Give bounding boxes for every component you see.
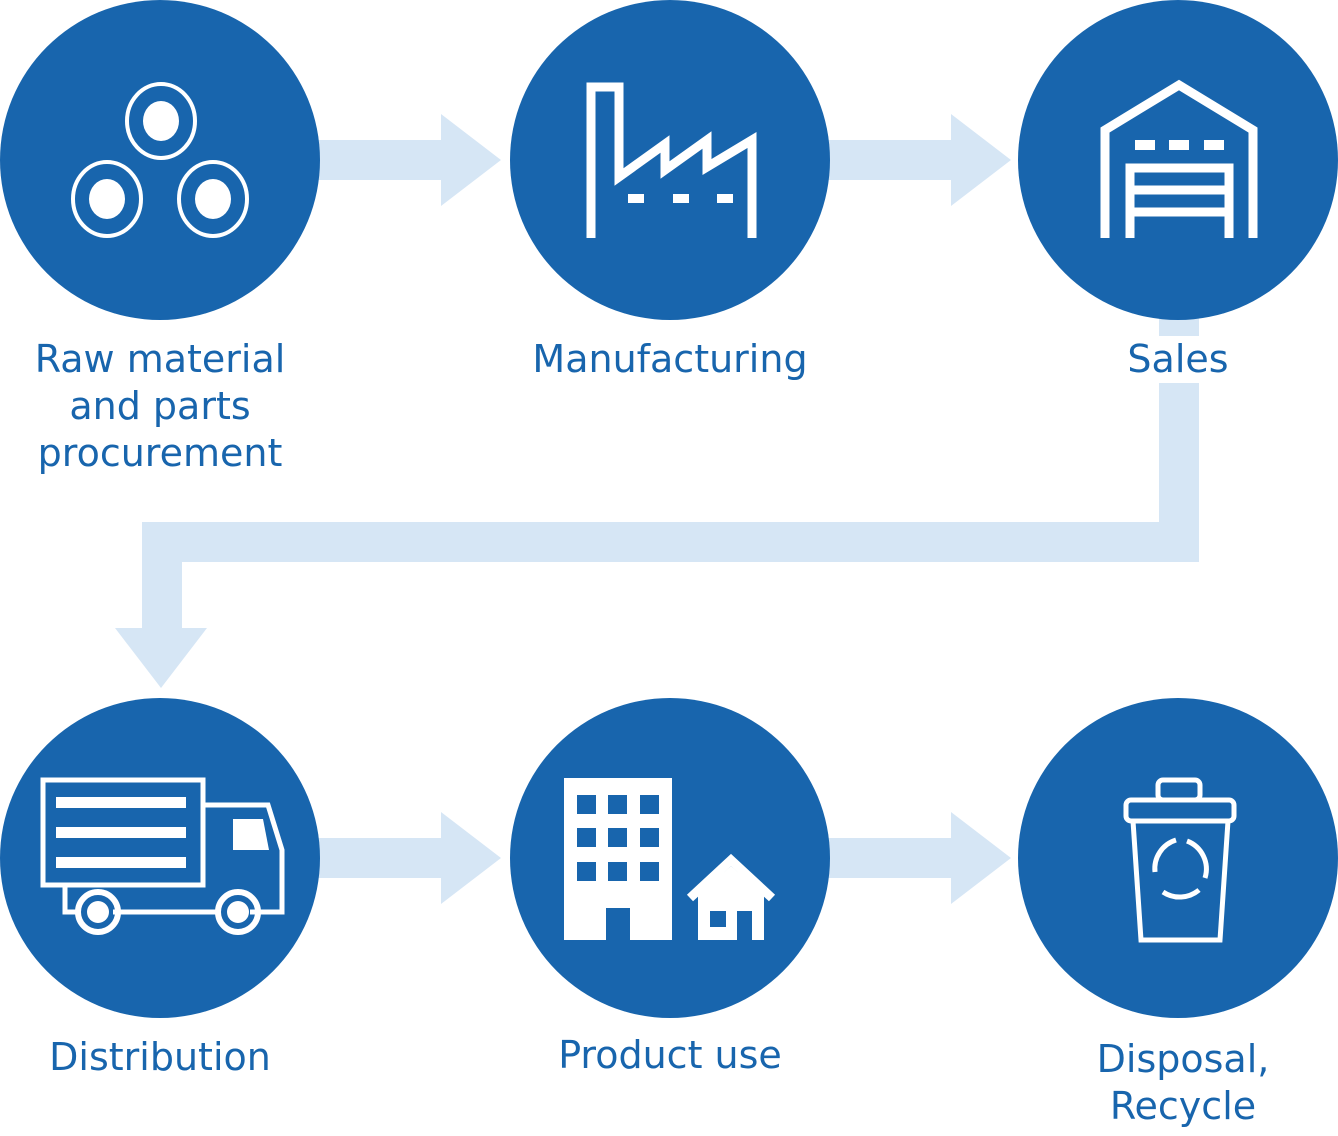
arrow-5-to-6: [825, 812, 1011, 904]
factory-icon: [586, 82, 757, 238]
step-circle-2: [510, 0, 830, 320]
step-circle-3: [1018, 0, 1338, 320]
step-label-6: Disposal, Recycle: [1096, 1037, 1270, 1128]
step-label-2: Manufacturing: [532, 337, 808, 381]
warehouse-icon: [1100, 79, 1258, 238]
building-house-icon: [564, 778, 776, 940]
step-circle-1: [0, 0, 320, 320]
step-label-4: Distribution: [49, 1035, 271, 1079]
recycle-bin-icon: [1123, 777, 1237, 943]
raw-materials-icon: [71, 82, 249, 238]
step-label-5: Product use: [558, 1033, 782, 1077]
step-label-1: Raw material and parts procurement: [34, 337, 286, 475]
arrow-1-to-2: [315, 114, 501, 206]
arrow-4-to-5: [315, 812, 501, 904]
truck-icon: [40, 777, 285, 935]
step-circle-6: [1018, 698, 1338, 1018]
arrow-2-to-3: [825, 114, 1011, 206]
step-label-3: Sales: [1121, 336, 1235, 383]
